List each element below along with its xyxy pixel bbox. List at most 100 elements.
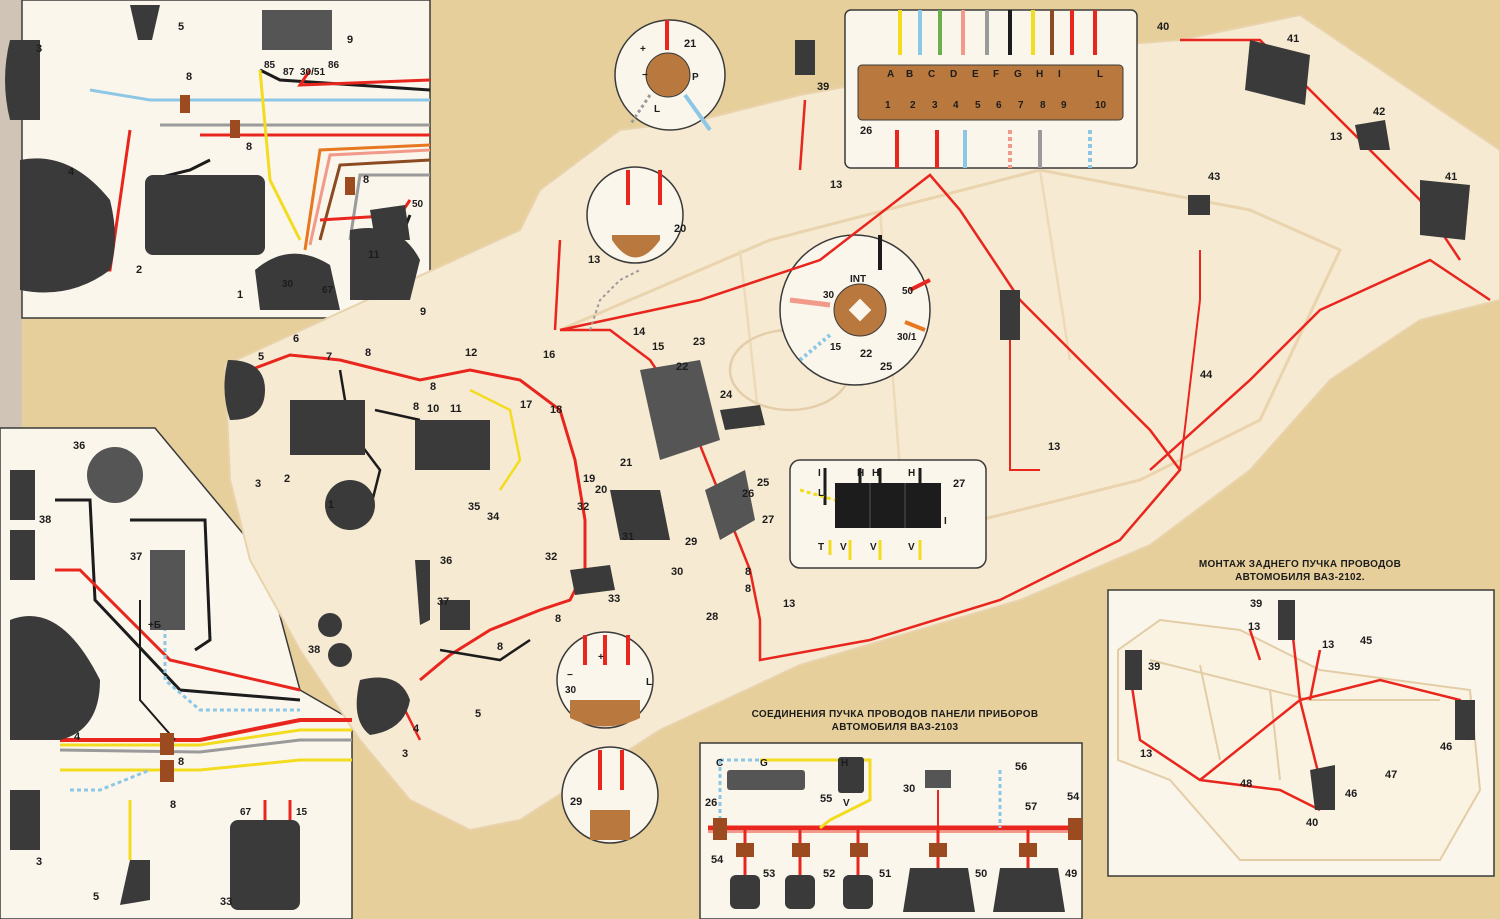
svg-text:53: 53	[763, 868, 775, 880]
svg-text:D: D	[950, 69, 957, 80]
svg-text:5: 5	[93, 891, 99, 903]
svg-text:+: +	[640, 44, 646, 55]
svg-text:A: A	[887, 69, 894, 80]
svg-text:8: 8	[170, 799, 176, 811]
svg-text:L: L	[818, 488, 824, 499]
svg-text:P: P	[692, 72, 699, 83]
panel-harness-caption-2: АВТОМОБИЛЯ ВАЗ-2103	[832, 722, 959, 733]
svg-text:25: 25	[757, 477, 769, 489]
svg-text:30: 30	[903, 783, 915, 795]
connector-20-inset: 20	[586, 166, 686, 264]
svg-text:57: 57	[1025, 801, 1037, 813]
svg-text:8: 8	[178, 756, 184, 768]
alt-30: 30	[282, 279, 294, 290]
fuse-wires	[895, 10, 1097, 168]
svg-text:V: V	[870, 542, 877, 553]
svg-text:13: 13	[1140, 748, 1152, 760]
svg-text:34: 34	[487, 511, 500, 523]
svg-text:48: 48	[1240, 778, 1252, 790]
svg-text:32: 32	[577, 501, 589, 513]
svg-text:46: 46	[1440, 741, 1452, 753]
svg-text:30: 30	[671, 566, 683, 578]
svg-text:43: 43	[1208, 171, 1220, 183]
svg-text:50: 50	[902, 286, 914, 297]
svg-text:5: 5	[475, 708, 481, 720]
rear-harness-caption-1: МОНТАЖ ЗАДНЕГО ПУЧКА ПРОВОДОВ	[1199, 559, 1401, 570]
svg-text:15: 15	[830, 342, 842, 353]
svg-text:40: 40	[1306, 817, 1318, 829]
svg-text:13: 13	[783, 598, 795, 610]
label-9a: 9	[347, 34, 353, 46]
label-2a: 2	[136, 264, 142, 276]
label-8c: 8	[363, 174, 369, 186]
svg-text:31: 31	[622, 531, 634, 543]
svg-text:I: I	[944, 516, 947, 527]
component-shapes	[5, 5, 1475, 910]
svg-text:7: 7	[1018, 100, 1024, 111]
relay-86: 86	[328, 60, 340, 71]
relay-85: 85	[264, 60, 276, 71]
svg-text:H: H	[857, 468, 864, 479]
svg-text:3: 3	[932, 100, 938, 111]
svg-text:19: 19	[583, 473, 595, 485]
label-26: 26	[860, 125, 872, 137]
svg-text:13: 13	[1330, 131, 1342, 143]
svg-text:13: 13	[588, 254, 600, 266]
left-panel-wires	[55, 498, 352, 860]
svg-text:V: V	[908, 542, 915, 553]
svg-text:49: 49	[1065, 868, 1077, 880]
svg-text:13: 13	[830, 179, 842, 191]
svg-text:INT: INT	[850, 274, 866, 285]
svg-text:40: 40	[1157, 21, 1169, 33]
svg-text:39: 39	[817, 81, 829, 93]
svg-text:12: 12	[465, 347, 477, 359]
label-8a: 8	[186, 71, 192, 83]
stop-switch-inset: + − P L 21	[614, 19, 726, 132]
svg-text:10: 10	[427, 403, 439, 415]
svg-text:6: 6	[996, 100, 1002, 111]
svg-text:38: 38	[308, 644, 320, 656]
number-labels: 3 5 9 8 8 8 4 2 1 11 85 87 30/51 86 30 6…	[36, 21, 1457, 908]
svg-text:44: 44	[1200, 369, 1213, 381]
svg-text:37: 37	[130, 551, 142, 563]
svg-text:15: 15	[652, 341, 664, 353]
svg-text:27: 27	[953, 478, 965, 490]
svg-text:13: 13	[1048, 441, 1060, 453]
svg-text:32: 32	[545, 551, 557, 563]
svg-text:21: 21	[620, 457, 632, 469]
svg-text:V: V	[843, 798, 850, 809]
rear-harness-caption-2: АВТОМОБИЛЯ ВАЗ-2102.	[1235, 572, 1365, 583]
relay-87: 87	[283, 67, 295, 78]
fuse-block-body	[857, 64, 1124, 121]
svg-text:G: G	[1014, 69, 1022, 80]
svg-text:26: 26	[705, 797, 717, 809]
svg-text:C: C	[928, 69, 935, 80]
svg-text:29: 29	[685, 536, 697, 548]
svg-text:67: 67	[240, 807, 252, 818]
svg-text:39: 39	[1250, 598, 1262, 610]
svg-text:30/1: 30/1	[897, 332, 917, 343]
fuse-block-letters: A B C D E F G H I L 1 2 3 4 5 6 7 8 9 10	[885, 69, 1107, 111]
terminal-50: 50	[412, 199, 424, 210]
svg-text:26: 26	[742, 488, 754, 500]
svg-text:21: 21	[684, 38, 696, 50]
svg-text:9: 9	[420, 306, 426, 318]
svg-text:8: 8	[413, 401, 419, 413]
svg-text:36: 36	[440, 555, 452, 567]
svg-text:H: H	[841, 758, 848, 769]
car-roof-line	[559, 168, 1343, 542]
svg-text:T: T	[818, 542, 824, 553]
svg-text:2: 2	[910, 100, 916, 111]
svg-text:36: 36	[73, 440, 85, 452]
svg-text:H: H	[872, 468, 879, 479]
svg-text:I: I	[818, 468, 821, 479]
left-panel-connectors	[160, 733, 174, 782]
svg-text:8: 8	[430, 381, 436, 393]
svg-text:4: 4	[74, 731, 81, 743]
svg-text:8: 8	[745, 566, 751, 578]
svg-text:H: H	[908, 468, 915, 479]
svg-text:33: 33	[220, 896, 232, 908]
svg-text:50: 50	[975, 868, 987, 880]
svg-text:24: 24	[720, 389, 733, 401]
